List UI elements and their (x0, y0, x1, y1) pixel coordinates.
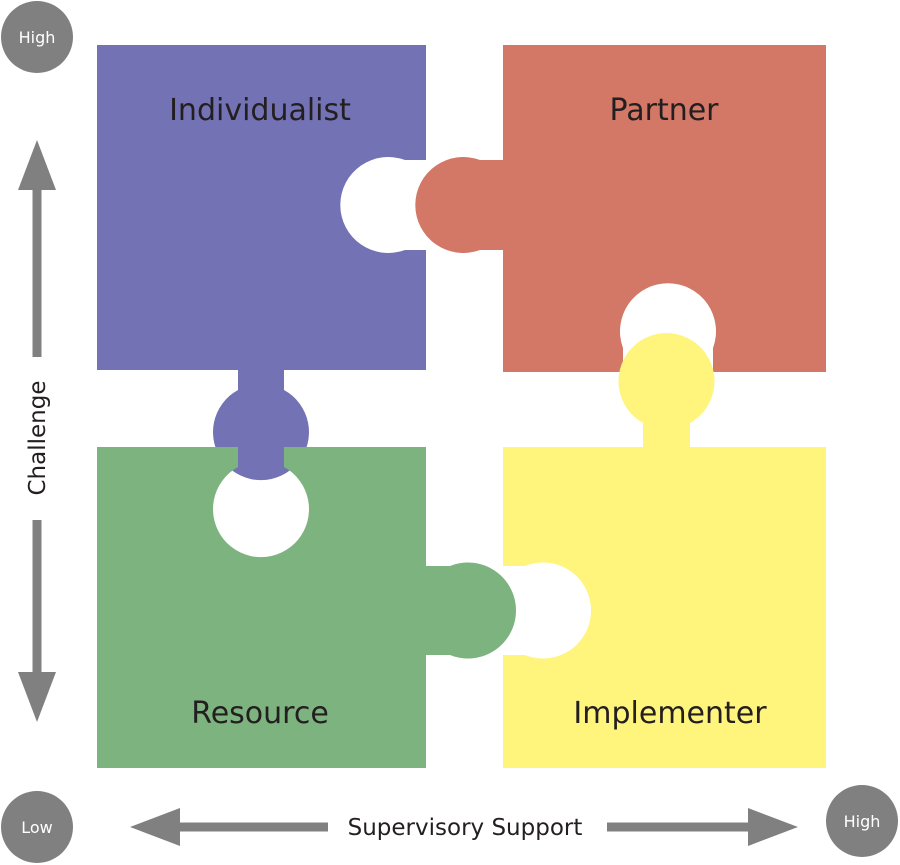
corner-marker-top-left: High (1, 1, 73, 73)
corner-marker-bottom-right: High (826, 785, 898, 857)
partner-puzzle-piece (415, 45, 826, 372)
vertical-axis-label: Challenge (25, 381, 51, 496)
quadrant-label-implementer: Implementer (573, 696, 767, 731)
corner-label-top-left-high: High (19, 28, 56, 47)
corner-label-bottom-right-high: High (844, 812, 881, 831)
resource-puzzle-piece (97, 447, 516, 768)
vertical-axis-arrow (18, 140, 56, 722)
quadrant-label-partner: Partner (609, 93, 719, 128)
implementer-puzzle-piece (503, 333, 826, 768)
quadrant-label-resource: Resource (191, 696, 329, 731)
corner-marker-bottom-left: Low (1, 791, 73, 863)
quadrant-label-individualist: Individualist (169, 93, 351, 128)
corner-label-bottom-left-low: Low (21, 818, 53, 837)
individualist-puzzle-piece (97, 45, 426, 481)
horizontal-axis-arrow (130, 808, 798, 846)
horizontal-axis-label: Supervisory Support (348, 815, 583, 841)
